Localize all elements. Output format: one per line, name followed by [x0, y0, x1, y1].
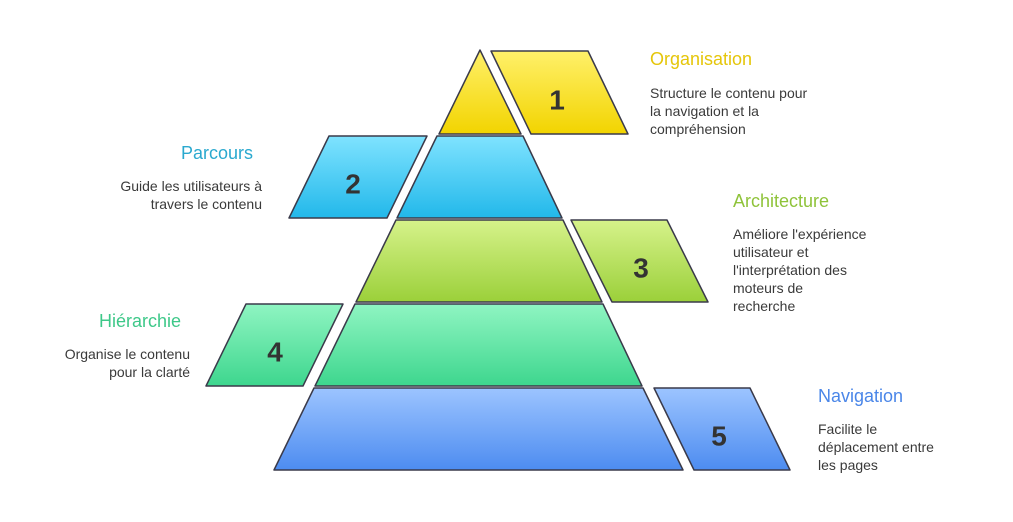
level-5-tab — [653, 387, 791, 471]
level-3-description: Améliore l'expérience utilisateur et l'i… — [733, 226, 867, 314]
level-2-description: Guide les utilisateurs à travers le cont… — [120, 178, 262, 212]
level-3-number: 3 — [633, 253, 649, 284]
level-4-tab — [205, 303, 344, 387]
level-5-description: Facilite le déplacement entre les pages — [818, 421, 934, 473]
level-4-description: Organise le contenu pour la clarté — [64, 346, 190, 380]
level-5-title: Navigation — [818, 386, 904, 406]
level-2-number: 2 — [345, 169, 361, 200]
level-4-number: 4 — [267, 337, 283, 368]
level-3-title: Architecture — [733, 191, 830, 211]
level-2-title: Parcours — [181, 143, 254, 163]
level-2-tab — [288, 135, 428, 219]
level-3-tab — [570, 219, 709, 303]
level-1-description: Structure le contenu pour la navigation … — [650, 85, 808, 137]
pyramid-layer-3 — [355, 219, 603, 303]
level-1-title: Organisation — [650, 49, 753, 69]
level-1-number: 1 — [549, 85, 565, 116]
pyramid-layer-4 — [314, 303, 643, 387]
level-1-tab — [490, 50, 629, 135]
pyramid-layer-1 — [438, 49, 522, 135]
level-5-number: 5 — [711, 421, 727, 452]
pyramid-layer-5 — [273, 387, 684, 471]
pyramid-layer-2 — [396, 135, 563, 219]
level-4-title: Hiérarchie — [99, 311, 182, 331]
